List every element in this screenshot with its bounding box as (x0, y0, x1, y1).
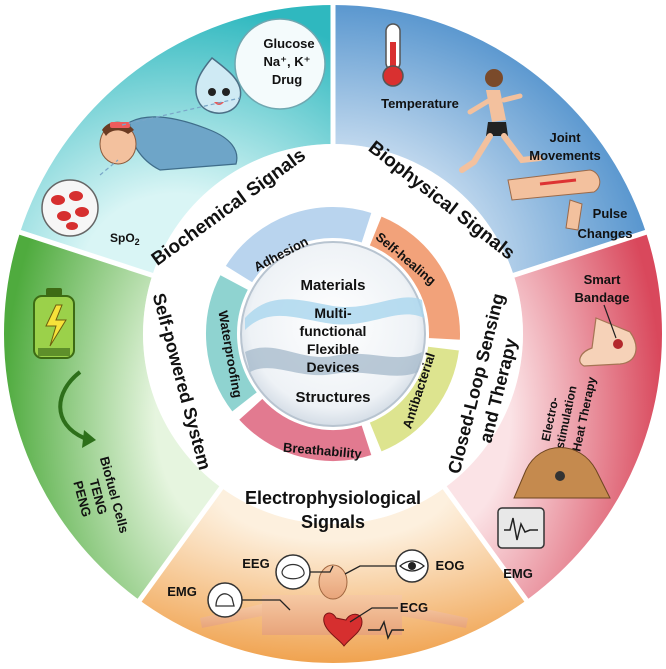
core-wave-bottom (245, 347, 422, 376)
eog-label: EOG (436, 558, 465, 573)
emg-device-waveform (504, 517, 538, 541)
center-line-3: Flexible (307, 341, 359, 357)
person-shirt-icon (129, 116, 238, 171)
human-right-arm (402, 604, 468, 628)
headband-sensor-icon (110, 122, 130, 128)
pulse-sensor-strip (539, 178, 577, 186)
pulse-label-2: Changes (578, 226, 633, 241)
center-line-2: functional (300, 323, 367, 339)
eye-icon-pupil (408, 562, 416, 570)
foot-icon (579, 317, 637, 367)
curved-arrow-head (82, 430, 96, 448)
emg-device-icon (497, 507, 545, 549)
eeg-label: EEG (242, 556, 269, 571)
bicep-icon (207, 582, 243, 618)
runner-legs (459, 133, 543, 173)
thermometer-mercury (390, 42, 396, 72)
ions-label: Na⁺, K⁺ (264, 54, 311, 69)
battery-base (38, 348, 70, 356)
emg-connector (242, 599, 291, 611)
inner-label-breathability: Breathability (283, 440, 364, 462)
sweat-drop-icon (195, 56, 242, 114)
pulse-label-1: Pulse (593, 206, 628, 221)
bicep-icon-detail (215, 593, 235, 607)
eeg-connector (310, 565, 334, 573)
ecg-connector (349, 607, 398, 623)
smart-bandage-label-2: Bandage (575, 290, 630, 305)
ecg-waveform (368, 619, 404, 641)
center-line-4: Devices (307, 359, 360, 375)
wound-icon (613, 339, 623, 349)
blood-cell-bubble (41, 179, 99, 237)
ring-segment-breathability (236, 396, 374, 463)
temperature-label: Temperature (381, 96, 459, 111)
ring-segment-adhesion (223, 205, 374, 286)
glucose-bubble (234, 18, 326, 110)
ring-segment-self-healing (367, 214, 462, 342)
finger-icon (565, 199, 583, 231)
inner-ring (204, 205, 462, 463)
ring-segment-waterproofing (204, 272, 260, 415)
human-head-icon (318, 564, 348, 600)
core-wave-top (245, 297, 424, 330)
electro-emg-label: EMG (167, 584, 197, 599)
ring-segment-antibacterial (367, 344, 462, 454)
title-electrophysiological-2: Signals (301, 512, 365, 532)
spo2-label: SpO2 (110, 231, 140, 247)
heart-icon (323, 612, 363, 647)
sweat-drop-eye-left (208, 88, 216, 96)
center-bottom-label: Structures (295, 389, 370, 406)
center-line-1: Multi- (314, 305, 352, 321)
brain-icon-detail (281, 563, 305, 580)
curved-arrow-icon (58, 370, 85, 440)
eog-connector (344, 565, 396, 575)
wrist-icon (507, 169, 601, 201)
bandage-pointer-line (603, 304, 617, 339)
sweat-drop-eye-right (222, 88, 230, 96)
glucose-label: Glucose (263, 36, 314, 51)
sensor-link-line-2 (99, 159, 119, 176)
battery-terminal (46, 288, 62, 296)
runner-head-icon (485, 69, 503, 87)
lightning-icon (45, 304, 67, 347)
ecg-label: ECG (400, 600, 428, 615)
smart-bandage-label-1: Smart (584, 272, 622, 287)
blood-cells-icon (51, 191, 89, 230)
stimulation-electrode (555, 471, 565, 481)
core-circle (240, 241, 426, 427)
title-electrophysiological-1: Electrophysiological (245, 488, 421, 508)
sensor-link-line-1 (121, 97, 241, 126)
runner-arms (467, 93, 523, 115)
closed-loop-emg-label: EMG (503, 566, 533, 581)
joint-label-1: Joint (549, 130, 581, 145)
joint-label-2: Movements (529, 148, 601, 163)
thermometer-bulb (382, 65, 404, 87)
brain-icon (275, 554, 311, 590)
center-top-label: Materials (300, 277, 365, 294)
runner-shorts (486, 122, 508, 136)
drug-label: Drug (272, 72, 302, 87)
